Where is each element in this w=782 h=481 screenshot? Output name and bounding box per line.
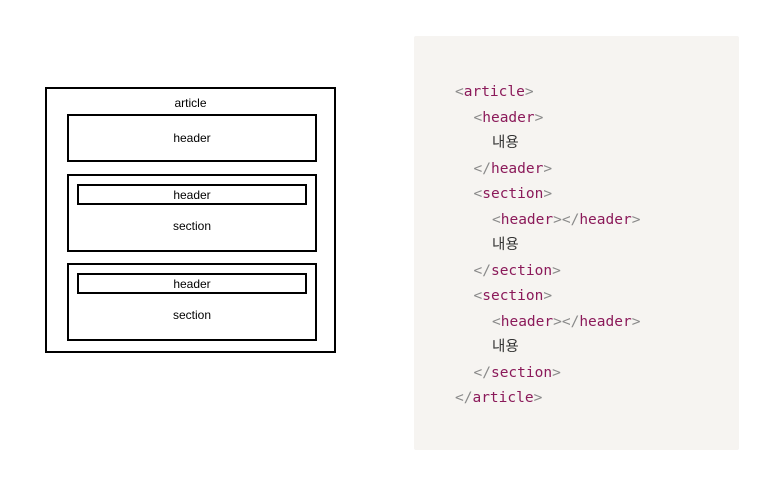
- code-tag-name: header: [490, 160, 544, 177]
- code-punctuation: </: [473, 262, 491, 279]
- code-punctuation: >: [534, 109, 544, 126]
- code-tag-name: section: [490, 262, 553, 279]
- code-line: 내용: [492, 338, 519, 356]
- code-punctuation: >: [524, 84, 534, 100]
- section-1-header-label: header: [173, 188, 211, 202]
- code-line: <header>: [474, 109, 544, 127]
- code-tag-name: header: [579, 313, 632, 330]
- section-2-label: section: [172, 308, 212, 322]
- code-block: <article><header>내용</header><section><he…: [414, 36, 739, 450]
- code-punctuation: ></: [553, 211, 580, 228]
- code-tag-name: header: [500, 211, 554, 228]
- code-line: 내용: [492, 134, 519, 152]
- code-line: </section>: [474, 262, 561, 280]
- code-line: </article>: [455, 389, 542, 407]
- section-2-header-box: header: [77, 273, 307, 294]
- code-punctuation: >: [552, 364, 561, 381]
- code-punctuation: <: [455, 84, 464, 100]
- code-tag-name: section: [482, 288, 544, 304]
- code-line: </section>: [474, 364, 561, 382]
- section-box-1: header section: [67, 174, 317, 252]
- code-tag-name: header: [500, 313, 554, 330]
- code-punctuation: >: [543, 160, 553, 177]
- code-line: <header></header>: [492, 313, 640, 331]
- header-box: header: [67, 114, 317, 162]
- code-line: <article>: [455, 83, 534, 101]
- code-punctuation: ></: [553, 313, 580, 330]
- code-punctuation: >: [543, 186, 553, 202]
- header-label: header: [173, 131, 211, 145]
- code-punctuation: </: [473, 160, 491, 177]
- code-punctuation: <: [473, 109, 483, 126]
- section-2-header-label: header: [173, 277, 211, 291]
- code-line: <section>: [474, 287, 553, 305]
- code-punctuation: <: [473, 186, 483, 202]
- code-tag-name: article: [463, 84, 525, 100]
- code-punctuation: <: [473, 288, 483, 304]
- code-text: 내용: [492, 135, 519, 151]
- code-text: 내용: [492, 339, 519, 355]
- article-box: article header header section header sec…: [45, 87, 336, 353]
- section-1-header-box: header: [77, 184, 307, 205]
- code-punctuation: </: [455, 390, 473, 406]
- code-punctuation: </: [473, 364, 491, 381]
- code-punctuation: <: [492, 313, 501, 330]
- code-line: <section>: [474, 185, 553, 203]
- code-punctuation: >: [533, 390, 543, 406]
- code-line: <header></header>: [492, 211, 640, 229]
- code-punctuation: >: [631, 313, 641, 330]
- article-label: article: [174, 96, 207, 110]
- code-tag-name: header: [482, 109, 535, 126]
- code-punctuation: >: [631, 211, 641, 228]
- section-1-label: section: [172, 219, 212, 233]
- code-tag-name: section: [482, 186, 544, 202]
- code-tag-name: header: [579, 211, 632, 228]
- code-punctuation: >: [543, 288, 553, 304]
- code-tag-name: article: [472, 390, 534, 406]
- code-line: </header>: [474, 160, 553, 178]
- code-punctuation: >: [552, 262, 561, 279]
- code-line: 내용: [492, 236, 519, 254]
- code-punctuation: <: [492, 211, 501, 228]
- section-box-2: header section: [67, 263, 317, 341]
- code-tag-name: section: [490, 364, 553, 381]
- code-text: 내용: [492, 237, 519, 253]
